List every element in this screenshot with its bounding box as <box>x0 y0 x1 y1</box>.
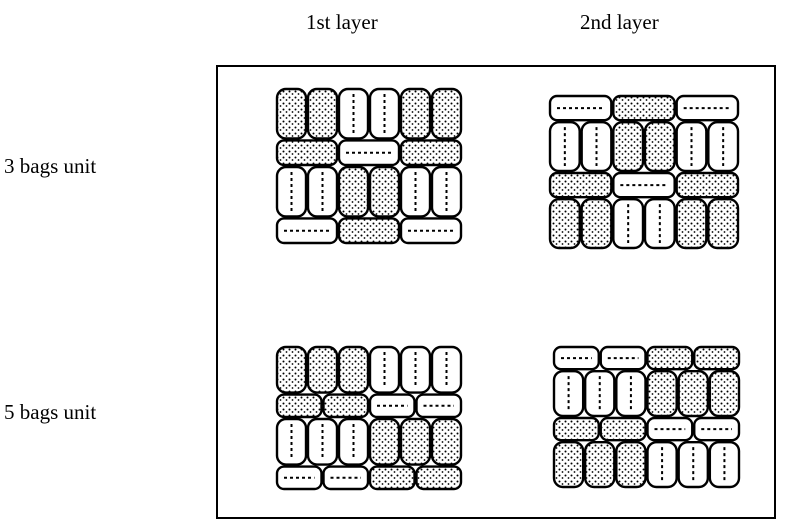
dotted-bag <box>337 217 401 245</box>
plain-bag <box>646 416 694 442</box>
dotted-bag <box>675 171 740 199</box>
plain-bag <box>615 369 647 418</box>
plain-bag <box>612 171 676 199</box>
row-label-5-bags-unit: 5 bags unit <box>4 400 97 424</box>
dotted-bag <box>275 345 308 394</box>
plain-bag <box>275 217 339 245</box>
dotted-bag <box>306 87 339 140</box>
dotted-bag <box>583 440 616 489</box>
dotted-bag <box>548 197 581 250</box>
dotted-bag <box>275 87 308 140</box>
dotted-bag <box>430 417 463 466</box>
dotted-bag <box>548 171 613 199</box>
plain-bag <box>337 417 370 466</box>
plain-bag <box>275 465 323 491</box>
dotted-bag <box>707 197 740 250</box>
plain-bag <box>430 345 463 394</box>
panel-3 <box>275 345 463 491</box>
dotted-bag <box>399 139 463 167</box>
plain-bag <box>275 417 308 466</box>
dotted-bag <box>552 416 600 442</box>
dotted-bag <box>580 197 613 250</box>
dotted-bag <box>430 87 463 140</box>
plain-bag <box>552 369 585 418</box>
panel-1 <box>275 87 463 245</box>
dotted-bag <box>643 120 676 173</box>
plain-bag <box>368 393 416 419</box>
plain-bag <box>552 345 600 371</box>
dotted-bag <box>646 345 694 371</box>
dotted-bag <box>599 416 647 442</box>
dotted-bag <box>415 465 463 491</box>
dotted-bag <box>399 87 432 140</box>
plain-bag <box>599 345 647 371</box>
plain-bag <box>646 440 678 489</box>
dotted-bag <box>708 369 741 418</box>
dotted-bag <box>675 197 708 250</box>
dotted-bag <box>612 94 676 122</box>
dotted-bag <box>275 139 339 167</box>
plain-bag <box>583 369 616 418</box>
plain-bag <box>368 345 401 394</box>
plain-bag <box>677 440 710 489</box>
dotted-bag <box>275 393 323 419</box>
dotted-bag <box>337 165 370 218</box>
dotted-bag <box>368 465 416 491</box>
plain-bag <box>548 94 613 122</box>
dotted-bag <box>368 417 401 466</box>
plain-bag <box>322 465 370 491</box>
dotted-bag <box>368 165 401 218</box>
panel-2 <box>548 94 740 250</box>
plain-bag <box>675 94 740 122</box>
plain-bag <box>708 440 741 489</box>
plain-bag <box>399 217 463 245</box>
dotted-bag <box>552 440 585 489</box>
dotted-bag <box>612 120 645 173</box>
dotted-bag <box>399 417 432 466</box>
dotted-bag <box>677 369 710 418</box>
dotted-bag <box>306 345 339 394</box>
panel-4 <box>552 345 741 489</box>
plain-bag <box>337 139 401 167</box>
plain-bag <box>306 417 339 466</box>
plain-bag <box>399 345 432 394</box>
dotted-bag <box>322 393 370 419</box>
dotted-bag <box>615 440 647 489</box>
diagram-frame <box>216 65 776 519</box>
dotted-bag <box>337 345 370 394</box>
column-header-2nd-layer: 2nd layer <box>580 10 659 34</box>
plain-bag <box>415 393 463 419</box>
dotted-bag <box>693 345 741 371</box>
column-header-1st-layer: 1st layer <box>306 10 378 34</box>
dotted-bag <box>646 369 678 418</box>
plain-bag <box>693 416 741 442</box>
row-label-3-bags-unit: 3 bags unit <box>4 154 97 178</box>
